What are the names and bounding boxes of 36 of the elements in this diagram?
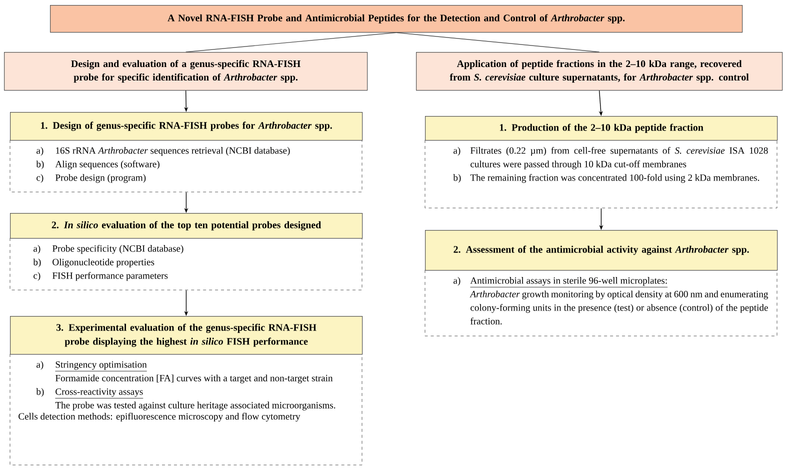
note-text: Cells detection methods: epifluorescence microscopy and flow cytometry	[18, 412, 300, 422]
heading-box: Application of peptide fractions in the 2–10 kDa range, recovered from S. cerevisiae culture supernatants, for Arthrobacter spp. control	[416, 52, 783, 91]
list-item: Probe specificity (NCBI database)	[52, 244, 184, 254]
list-marker: c)	[36, 174, 44, 183]
list-marker: b)	[453, 174, 461, 183]
list-item: Formamide concentration [FA] curves with a target and non-target strain	[56, 374, 333, 384]
list-item: Arthrobacter growth monitoring by optical density at 600 nm and enumerating colony-forming units in the presence (test) or absence (control) of the peptide fraction.	[470, 290, 768, 324]
list-marker: a)	[454, 147, 460, 156]
list-item: Align sequences (software)	[55, 160, 160, 170]
list-marker: b)	[36, 388, 44, 397]
heading-box: Design and evaluation of a genus-specific RNA-FISH probe for specific identification of Arthrobacter spp.	[4, 52, 368, 91]
list-item: FISH performance parameters	[52, 272, 168, 281]
list-marker: a)	[454, 277, 460, 286]
list-marker: a)	[36, 147, 44, 156]
step-header: 2. Assessment of the antimicrobial activity against Arthrobacter spp.	[425, 230, 778, 271]
list-item: Stringency optimisation	[55, 361, 148, 372]
title-box: A Novel RNA-FISH Probe and Antimicrobial Peptides for the Detection and Control of Arthrobacter spp.	[50, 5, 743, 33]
step-header: 3. Experimental evaluation of the genus-specific RNA-FISH probe displaying the highest in silico FISH performance	[10, 316, 363, 355]
list-marker: c)	[34, 272, 40, 281]
step-header: 1. Design of genus-specific RNA-FISH probes for Arthrobacter spp.	[10, 112, 363, 141]
list-item: The remaining fraction was concentrated 100-fold using 2 kDa membranes.	[470, 174, 760, 183]
connector-line	[185, 32, 397, 52]
list-item: The probe was tested against culture heritage associated microorganisms.	[55, 402, 336, 410]
list-item: Probe design (program)	[56, 174, 146, 183]
list-item: Antimicrobial assays in sterile 96-well microplates:	[470, 277, 668, 288]
list-item: Filtrates (0.22 µm) from cell-free supernatants of S. cerevisiae ISA 1028 cultures were passed through 10 kDa cut-off membranes	[470, 146, 768, 170]
step-header: 2. In silico evaluation of the top ten potential probes designed	[10, 212, 363, 239]
list-marker: b)	[36, 160, 44, 170]
list-item: Oligonucleotide properties	[52, 258, 154, 268]
list-item: Cross-reactivity assays	[55, 388, 144, 398]
list-marker: b)	[33, 258, 41, 268]
list-item: 16S rRNA Arthrobacter sequences retrieval (NCBI database)	[56, 147, 290, 156]
step-header: 1. Production of the 2–10 kDa peptide fraction	[425, 116, 778, 141]
list-marker: a)	[36, 361, 44, 370]
connector-line	[396, 32, 600, 52]
list-marker: a)	[34, 245, 40, 254]
